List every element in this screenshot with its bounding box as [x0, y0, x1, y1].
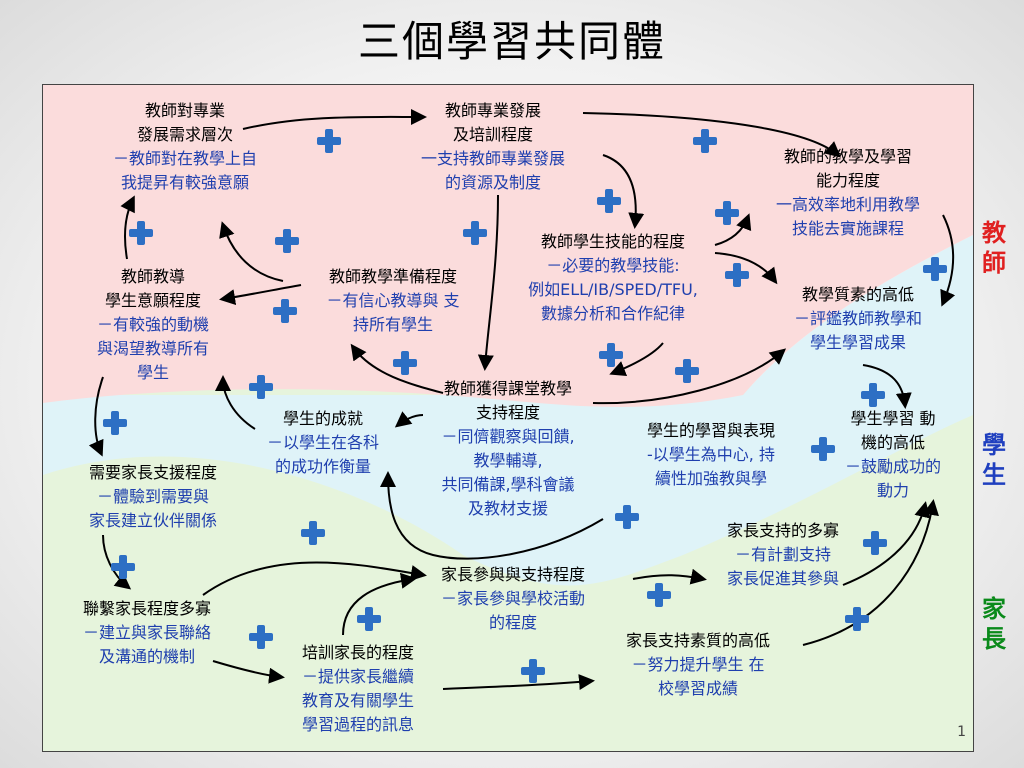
node-desc: －家長參與學校活動 — [440, 589, 585, 608]
node-desc: －同儕觀察與回饋, — [441, 427, 575, 446]
node-desc: 的資源及制度 — [444, 173, 541, 192]
node-desc: －鼓勵成功的 — [844, 457, 941, 476]
node-teaching-quality: 教學質素的高低 －評鑑教師教學和 學生學習成果 — [758, 283, 958, 355]
node-parent-involvement: 家長參與與支持程度 －家長參與學校活動 的程度 — [413, 563, 613, 635]
teacher-region — [43, 85, 973, 407]
node-title: 能力程度 — [815, 171, 880, 190]
node-desc: 家長建立伙伴關係 — [88, 511, 217, 530]
page-number: 1 — [957, 724, 966, 740]
node-classroom-support: 教師獲得課堂教學 支持程度 －同儕觀察與回饋, 教學輔導, 共同備課,學科會議 … — [403, 377, 613, 521]
node-desc: －有信心教導與 支 — [326, 291, 460, 310]
node-desc: 例如ELL/IB/SPED/TFU, — [528, 280, 698, 299]
node-desc: 學生 — [136, 363, 169, 382]
node-desc: 教育及有關學生 — [301, 691, 414, 710]
node-title: 教師教導 — [120, 267, 185, 286]
node-title: 教師對專業 — [144, 101, 225, 120]
node-student-motivation: 學生學習 動 機的高低 －鼓勵成功的 動力 — [813, 407, 973, 503]
node-desc: 的成功作衡量 — [274, 457, 371, 476]
node-title: 教師學生技能的程度 — [540, 232, 685, 251]
node-title: 教學質素的高低 — [801, 285, 914, 304]
node-desc: 學習過程的訊息 — [301, 715, 414, 734]
node-desc: －提供家長繼續 — [301, 667, 414, 686]
node-title: 培訓家長的程度 — [301, 643, 414, 662]
node-title: 家長支持的多寡 — [726, 521, 839, 540]
node-title: 學生的成就 — [282, 409, 363, 428]
node-parent-support-amount: 家長支持的多寡 －有計劃支持 家長促進其參與 — [698, 519, 868, 591]
node-title: 機的高低 — [860, 433, 925, 452]
node-teacher-preparation: 教師教學準備程度 －有信心教導與 支 持所有學生 — [293, 265, 493, 337]
node-title: 家長參與與支持程度 — [440, 565, 585, 584]
student-region — [43, 235, 973, 586]
node-teacher-prof-dev-need: 教師對專業 發展需求層次 －教師對在教學上自 我提昇有較強意願 — [65, 99, 305, 195]
node-title: 教師獲得課堂教學 — [443, 379, 572, 398]
node-parent-support-quality: 家長支持素質的高低 －努力提升學生 在 校學習成績 — [588, 629, 808, 701]
node-desc: -以學生為中心, 持 — [647, 445, 775, 464]
node-desc: －有計劃支持 — [734, 545, 831, 564]
node-desc: 數據分析和合作紀律 — [540, 304, 685, 323]
node-desc: 持所有學生 — [352, 315, 433, 334]
node-desc: 教學輔導, — [473, 451, 543, 470]
node-student-learning: 學生的學習與表現 -以學生為中心, 持 續性加強教與學 — [611, 419, 811, 491]
node-desc: 學生學習成果 — [809, 333, 906, 352]
node-need-parent-support: 需要家長支援程度 －體驗到需要與 家長建立伙伴關係 — [53, 461, 253, 533]
node-desc: －建立與家長聯絡 — [82, 623, 211, 642]
diagram-frame: 教師對專業 發展需求層次 －教師對在教學上自 我提昇有較強意願 教師專業發展 及… — [42, 84, 974, 752]
node-title: 及培訓程度 — [452, 125, 533, 144]
node-title: 發展需求層次 — [136, 125, 233, 144]
node-desc: 技能去實施課程 — [791, 219, 904, 238]
side-label-parent: 家長 — [982, 595, 1006, 653]
node-desc: －必要的教學技能: — [546, 256, 680, 275]
node-title: 教師教學準備程度 — [328, 267, 457, 286]
node-desc: 一高效率地利用教學 — [775, 195, 920, 214]
node-desc: 續性加強教與學 — [654, 469, 767, 488]
node-desc: 校學習成績 — [657, 679, 738, 698]
node-teacher-skills: 教師學生技能的程度 －必要的教學技能: 例如ELL/IB/SPED/TFU, 數… — [493, 230, 733, 326]
node-desc: 動力 — [876, 481, 909, 500]
node-title: 教師的教學及學習 — [783, 147, 912, 166]
node-desc: 共同備課,學科會議 — [441, 475, 575, 494]
node-title: 學生的學習與表現 — [646, 421, 775, 440]
node-teacher-willingness: 教師教導 學生意願程度 －有較強的動機 與渴望教導所有 學生 — [53, 265, 253, 385]
node-desc: －有較強的動機 — [96, 315, 209, 334]
node-desc: 及教材支援 — [467, 499, 548, 518]
node-title: 學生學習 動 — [850, 409, 936, 428]
node-parent-contact: 聯繫家長程度多寡 －建立與家長聯絡 及溝通的機制 — [49, 597, 245, 669]
node-desc: 我提昇有較強意願 — [120, 173, 249, 192]
node-student-achievement: 學生的成就 －以學生在各科 的成功作衡量 — [243, 407, 403, 479]
node-title: 聯繫家長程度多寡 — [82, 599, 211, 618]
node-teacher-teaching-ability: 教師的教學及學習 能力程度 一高效率地利用教學 技能去實施課程 — [743, 145, 953, 241]
side-label-student: 學生 — [982, 431, 1006, 489]
node-title: 支持程度 — [475, 403, 540, 422]
node-desc: －努力提升學生 在 — [631, 655, 765, 674]
node-desc: 與渴望教導所有 — [96, 339, 209, 358]
node-title: 需要家長支援程度 — [88, 463, 217, 482]
side-label-teacher: 教師 — [982, 219, 1006, 277]
node-title: 學生意願程度 — [104, 291, 201, 310]
node-title: 教師專業發展 — [444, 101, 541, 120]
node-parent-training: 培訓家長的程度 －提供家長繼續 教育及有關學生 學習過程的訊息 — [273, 641, 443, 737]
node-desc: 一支持教師專業發展 — [420, 149, 565, 168]
slide-title: 三個學習共同體 — [357, 17, 666, 66]
node-title: 家長支持素質的高低 — [625, 631, 770, 650]
node-teacher-prof-training: 教師專業發展 及培訓程度 一支持教師專業發展 的資源及制度 — [383, 99, 603, 195]
node-desc: 及溝通的機制 — [98, 647, 195, 666]
region-bands — [43, 85, 973, 751]
node-desc: 的程度 — [488, 613, 537, 632]
node-desc: 家長促進其參與 — [726, 569, 839, 588]
node-desc: －以學生在各科 — [266, 433, 379, 452]
node-desc: －教師對在教學上自 — [112, 149, 257, 168]
node-desc: －體驗到需要與 — [96, 487, 209, 506]
node-desc: －評鑑教師教學和 — [793, 309, 922, 328]
